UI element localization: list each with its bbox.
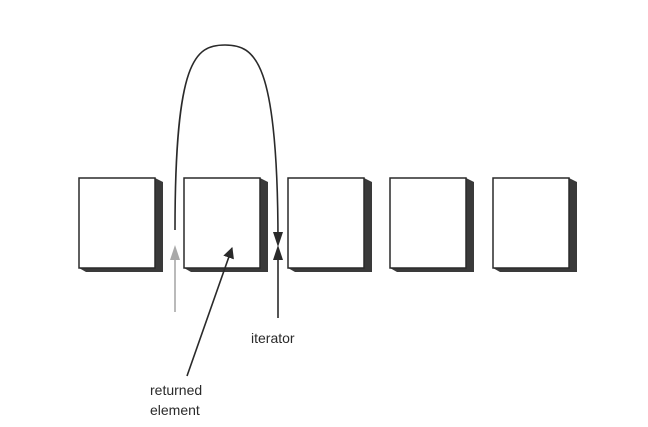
element-box-2-returned — [183, 177, 268, 272]
element-box-5 — [492, 177, 577, 272]
iterator-pointer-arrowhead — [273, 245, 283, 260]
iterator-label: iterator — [251, 330, 295, 346]
returned-element-label: returned element — [150, 380, 202, 420]
iterator-jump-arc — [174, 44, 279, 243]
element-box-1 — [78, 177, 163, 272]
returned-element-label-line2: element — [150, 402, 200, 418]
returned-element-pointer — [186, 246, 234, 377]
element-box-3 — [287, 177, 372, 272]
previous-position-arrowhead — [170, 245, 180, 260]
returned-element-label-line1: returned — [150, 382, 203, 398]
arc-arrowhead — [273, 232, 283, 247]
element-box-4 — [389, 177, 474, 272]
